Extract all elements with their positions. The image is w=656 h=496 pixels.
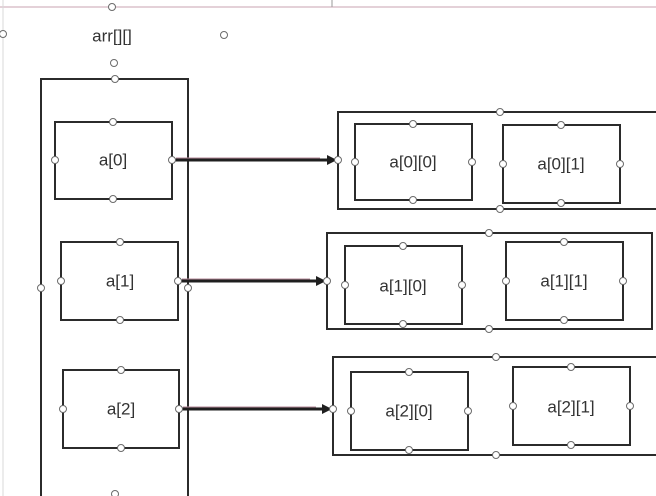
selection-handle[interactable] xyxy=(458,281,466,289)
selection-handle[interactable] xyxy=(405,368,413,376)
selection-handle[interactable] xyxy=(109,118,117,126)
pointer-arrow-2 xyxy=(175,404,332,414)
inner-cell-label: a[1][1] xyxy=(540,271,587,290)
selection-handle[interactable] xyxy=(567,363,575,371)
selection-handle[interactable] xyxy=(116,238,124,246)
outer-cell-box[interactable] xyxy=(62,369,180,449)
selection-handle[interactable] xyxy=(485,229,493,237)
inner-cell-label: a[1][0] xyxy=(379,276,426,295)
selection-handle[interactable] xyxy=(496,205,504,213)
inner-row-1[interactable]: a[1][0] a[1][1] xyxy=(323,229,653,333)
selection-handle[interactable] xyxy=(492,353,500,361)
selection-handle[interactable] xyxy=(220,31,228,39)
selection-handle[interactable] xyxy=(464,407,472,415)
outer-cell-a1[interactable]: a[1] xyxy=(57,238,179,324)
selection-handle[interactable] xyxy=(174,277,182,285)
selection-handle[interactable] xyxy=(323,277,331,285)
selection-handle[interactable] xyxy=(341,281,349,289)
selection-handle[interactable] xyxy=(116,316,124,324)
outer-cell-label: a[1] xyxy=(106,271,134,290)
selection-handle[interactable] xyxy=(184,284,192,292)
outer-cell-a0[interactable]: a[0] xyxy=(51,118,173,203)
selection-handle[interactable] xyxy=(399,320,407,328)
selection-handle[interactable] xyxy=(329,405,337,413)
selection-handle[interactable] xyxy=(168,156,176,164)
selection-handle[interactable] xyxy=(502,277,510,285)
inner-cell-label: a[0][0] xyxy=(389,152,436,171)
selection-handle[interactable] xyxy=(347,407,355,415)
outer-cell-a2[interactable]: a[2] xyxy=(59,366,180,452)
selection-handle[interactable] xyxy=(37,284,45,292)
selection-handle[interactable] xyxy=(351,158,359,166)
selection-handle[interactable] xyxy=(399,242,407,250)
selection-handle[interactable] xyxy=(468,158,476,166)
selection-handle[interactable] xyxy=(560,238,568,246)
selection-handle[interactable] xyxy=(111,490,119,496)
selection-handle[interactable] xyxy=(111,75,119,83)
selection-handle[interactable] xyxy=(485,325,493,333)
selection-handle[interactable] xyxy=(496,108,504,116)
selection-handle[interactable] xyxy=(492,451,500,459)
selection-handle[interactable] xyxy=(117,444,125,452)
inner-cell-label: a[2][1] xyxy=(547,397,594,416)
selection-handle[interactable] xyxy=(59,405,67,413)
selection-handle[interactable] xyxy=(619,277,627,285)
outer-cell-label: a[2] xyxy=(107,399,135,418)
inner-row-2[interactable]: a[2][0] a[2][1] xyxy=(329,353,656,459)
pointer-arrow-0 xyxy=(168,155,337,165)
selection-handle[interactable] xyxy=(110,59,118,67)
selection-handle[interactable] xyxy=(108,3,116,11)
selection-handle[interactable] xyxy=(405,446,413,454)
inner-row-0[interactable]: a[0][0] a[0][1] xyxy=(334,108,656,213)
selection-handle[interactable] xyxy=(616,160,624,168)
pointer-arrow-1 xyxy=(174,276,326,286)
selection-handle[interactable] xyxy=(57,277,65,285)
selection-handle[interactable] xyxy=(567,441,575,449)
selection-handle[interactable] xyxy=(409,196,417,204)
selection-handle[interactable] xyxy=(409,120,417,128)
selection-handle[interactable] xyxy=(509,402,517,410)
selection-handle[interactable] xyxy=(499,160,507,168)
selection-handle[interactable] xyxy=(109,195,117,203)
selection-handle[interactable] xyxy=(51,156,59,164)
inner-cell-label: a[0][1] xyxy=(537,154,584,173)
selection-handle[interactable] xyxy=(557,199,565,207)
selection-handle[interactable] xyxy=(334,156,342,164)
selection-handle[interactable] xyxy=(626,402,634,410)
selection-handle[interactable] xyxy=(560,316,568,324)
inner-cell-label: a[2][0] xyxy=(385,401,432,420)
selection-handle[interactable] xyxy=(175,405,183,413)
selection-handle[interactable] xyxy=(117,366,125,374)
outer-cell-label: a[0] xyxy=(99,150,127,169)
selection-handle[interactable] xyxy=(0,30,7,38)
selection-handle[interactable] xyxy=(557,121,565,129)
array-title: arr[][] xyxy=(92,26,132,45)
